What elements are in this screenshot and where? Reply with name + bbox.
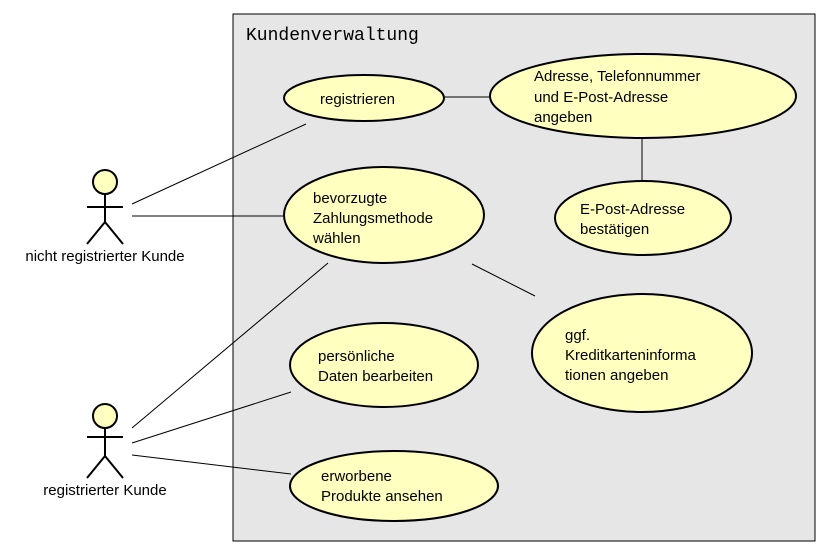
association-unregistered-registrieren: [131, 123, 307, 205]
svg-text:E-Post-Adresse bestätige: E-Post-Adresse bestätigen: [580, 201, 689, 238]
actor-unregistered-leg-left: [86, 221, 106, 245]
association-registered-produkte: [131, 454, 292, 475]
association-registered-daten: [131, 391, 292, 444]
use-case-produkte-line-1: erworbene: [321, 468, 392, 485]
use-case-registrieren[interactable]: registrieren: [283, 74, 445, 122]
link-zahlung-kredit: [471, 263, 536, 297]
svg-text:Adresse, Telefonnummer u: Adresse, Telefonnummer und E-Post-Adress…: [534, 68, 705, 126]
use-case-epost-shape: [554, 180, 732, 256]
use-case-zahlungsmethode-shape: [283, 166, 485, 264]
svg-text:persönliche Daten bearbe: persönliche Daten bearbeiten: [318, 348, 433, 385]
svg-text:registrieren: registrieren: [320, 91, 395, 108]
actor-registered-leg-left: [86, 455, 106, 479]
use-case-kredit-line-3: tionen angeben: [565, 367, 668, 384]
use-case-produkte-shape: [289, 450, 499, 522]
use-case-epost-bestaetigen[interactable]: E-Post-Adresse bestätigen: [554, 180, 732, 256]
use-case-adresse-line-1: Adresse, Telefonnummer: [534, 68, 700, 85]
actor-unregistered-head: [92, 169, 118, 195]
use-case-adresse-angeben[interactable]: Adresse, Telefonnummer und E-Post-Adress…: [489, 53, 797, 139]
use-case-adresse-line-3: angeben: [534, 109, 592, 126]
association-registered-zahlung: [131, 262, 329, 429]
actor-unregistered-leg-right: [104, 221, 124, 245]
use-case-zahlung-line-1: bevorzugte: [313, 190, 387, 207]
svg-text:bevorzugte Zahlungsmetho: bevorzugte Zahlungsmethode wählen: [312, 190, 437, 247]
svg-text:ggf. Kreditkarteninforma: ggf. Kreditkarteninforma tionen angeben: [565, 327, 700, 384]
use-case-kredit-line-2: Kreditkarteninforma: [565, 347, 697, 364]
use-case-daten-line-1: persönliche: [318, 348, 395, 365]
use-case-produkte-ansehen[interactable]: erworbene Produkte ansehen: [289, 450, 499, 522]
use-case-daten-bearbeiten[interactable]: persönliche Daten bearbeiten: [289, 322, 479, 408]
use-case-epost-line-1: E-Post-Adresse: [580, 201, 685, 218]
svg-text:erworbene Produkte anseh: erworbene Produkte ansehen: [321, 468, 443, 505]
actor-registered-customer[interactable]: registrierter Kunde: [43, 403, 167, 499]
use-case-adresse-line-2: und E-Post-Adresse: [534, 89, 668, 106]
actor-unregistered-customer[interactable]: nicht registrierter Kunde: [25, 169, 185, 265]
use-case-adresse-angeben-shape: [489, 53, 797, 139]
use-case-registrieren-shape: [283, 74, 445, 122]
actor-registered-label: registrierter Kunde: [43, 482, 166, 499]
use-case-daten-line-2: Daten bearbeiten: [318, 368, 433, 385]
actor-registered-leg-right: [104, 455, 124, 479]
use-case-zahlung-line-2: Zahlungsmethode: [313, 210, 433, 227]
use-case-kredit-line-1: ggf.: [565, 327, 590, 344]
actor-unregistered-label: nicht registrierter Kunde: [25, 248, 184, 265]
use-case-zahlungsmethode[interactable]: bevorzugte Zahlungsmethode wählen: [283, 166, 485, 264]
system-title: Kundenverwaltung: [246, 26, 419, 46]
use-case-daten-shape: [289, 322, 479, 408]
use-case-produkte-line-2: Produkte ansehen: [321, 488, 443, 505]
use-case-kreditkarte-shape: [531, 293, 753, 413]
use-case-zahlung-line-3: wählen: [312, 230, 361, 247]
use-case-kreditkarte[interactable]: ggf. Kreditkarteninforma tionen angeben: [531, 293, 753, 413]
use-case-epost-line-2: bestätigen: [580, 221, 649, 238]
actor-registered-head: [92, 403, 118, 429]
use-case-registrieren-label: registrieren: [320, 91, 395, 108]
